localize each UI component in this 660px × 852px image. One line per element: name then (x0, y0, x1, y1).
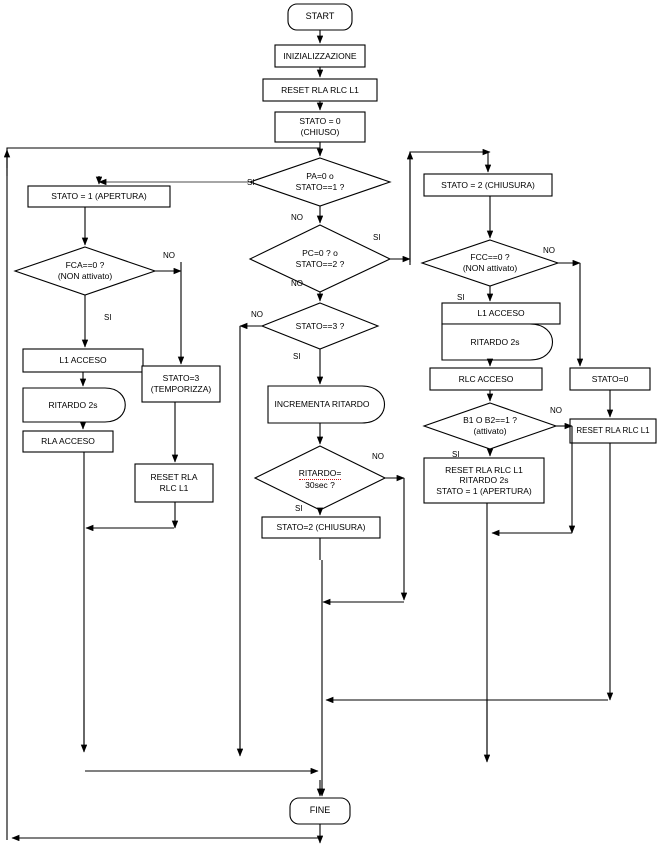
edge-left-loopback (6, 147, 320, 168)
node-inizializza-shape (274, 44, 366, 68)
node-stato0-shape (274, 111, 366, 143)
node-ritardo2s-l-shape (22, 387, 126, 423)
node-rlc-acceso-shape (429, 367, 543, 391)
node-dec-fcc-shape (420, 239, 560, 287)
node-fine-shape (289, 797, 351, 825)
node-ritardo2s-r-shape (441, 323, 554, 361)
node-start-shape (287, 3, 353, 31)
node-reset-top-shape (262, 78, 378, 102)
node-dec-pa-shape (248, 157, 392, 207)
node-incrementa-shape (267, 385, 386, 424)
node-reset-rit-stato1-shape (423, 457, 545, 504)
node-stato1-shape (27, 185, 171, 208)
node-dec-ritardo-shape (253, 445, 387, 511)
node-dec-b1b2-shape (422, 402, 558, 450)
node-l1-acceso-l-shape (22, 348, 144, 373)
node-stato0-r-shape (569, 367, 651, 391)
node-dec-stato3-shape (260, 302, 380, 350)
node-stato2-shape (423, 173, 553, 197)
node-l1-acceso-r-shape (441, 302, 561, 325)
node-reset-rla-rlc-r-shape (569, 418, 657, 444)
node-stato3-temp-shape (141, 365, 221, 403)
node-reset-rla-rlc-shape (134, 463, 214, 503)
node-stato2-chiusura-b-shape (261, 516, 381, 539)
node-rla-acceso-shape (22, 430, 114, 453)
node-dec-pc-shape (248, 224, 392, 293)
node-dec-fca-shape (13, 246, 157, 296)
